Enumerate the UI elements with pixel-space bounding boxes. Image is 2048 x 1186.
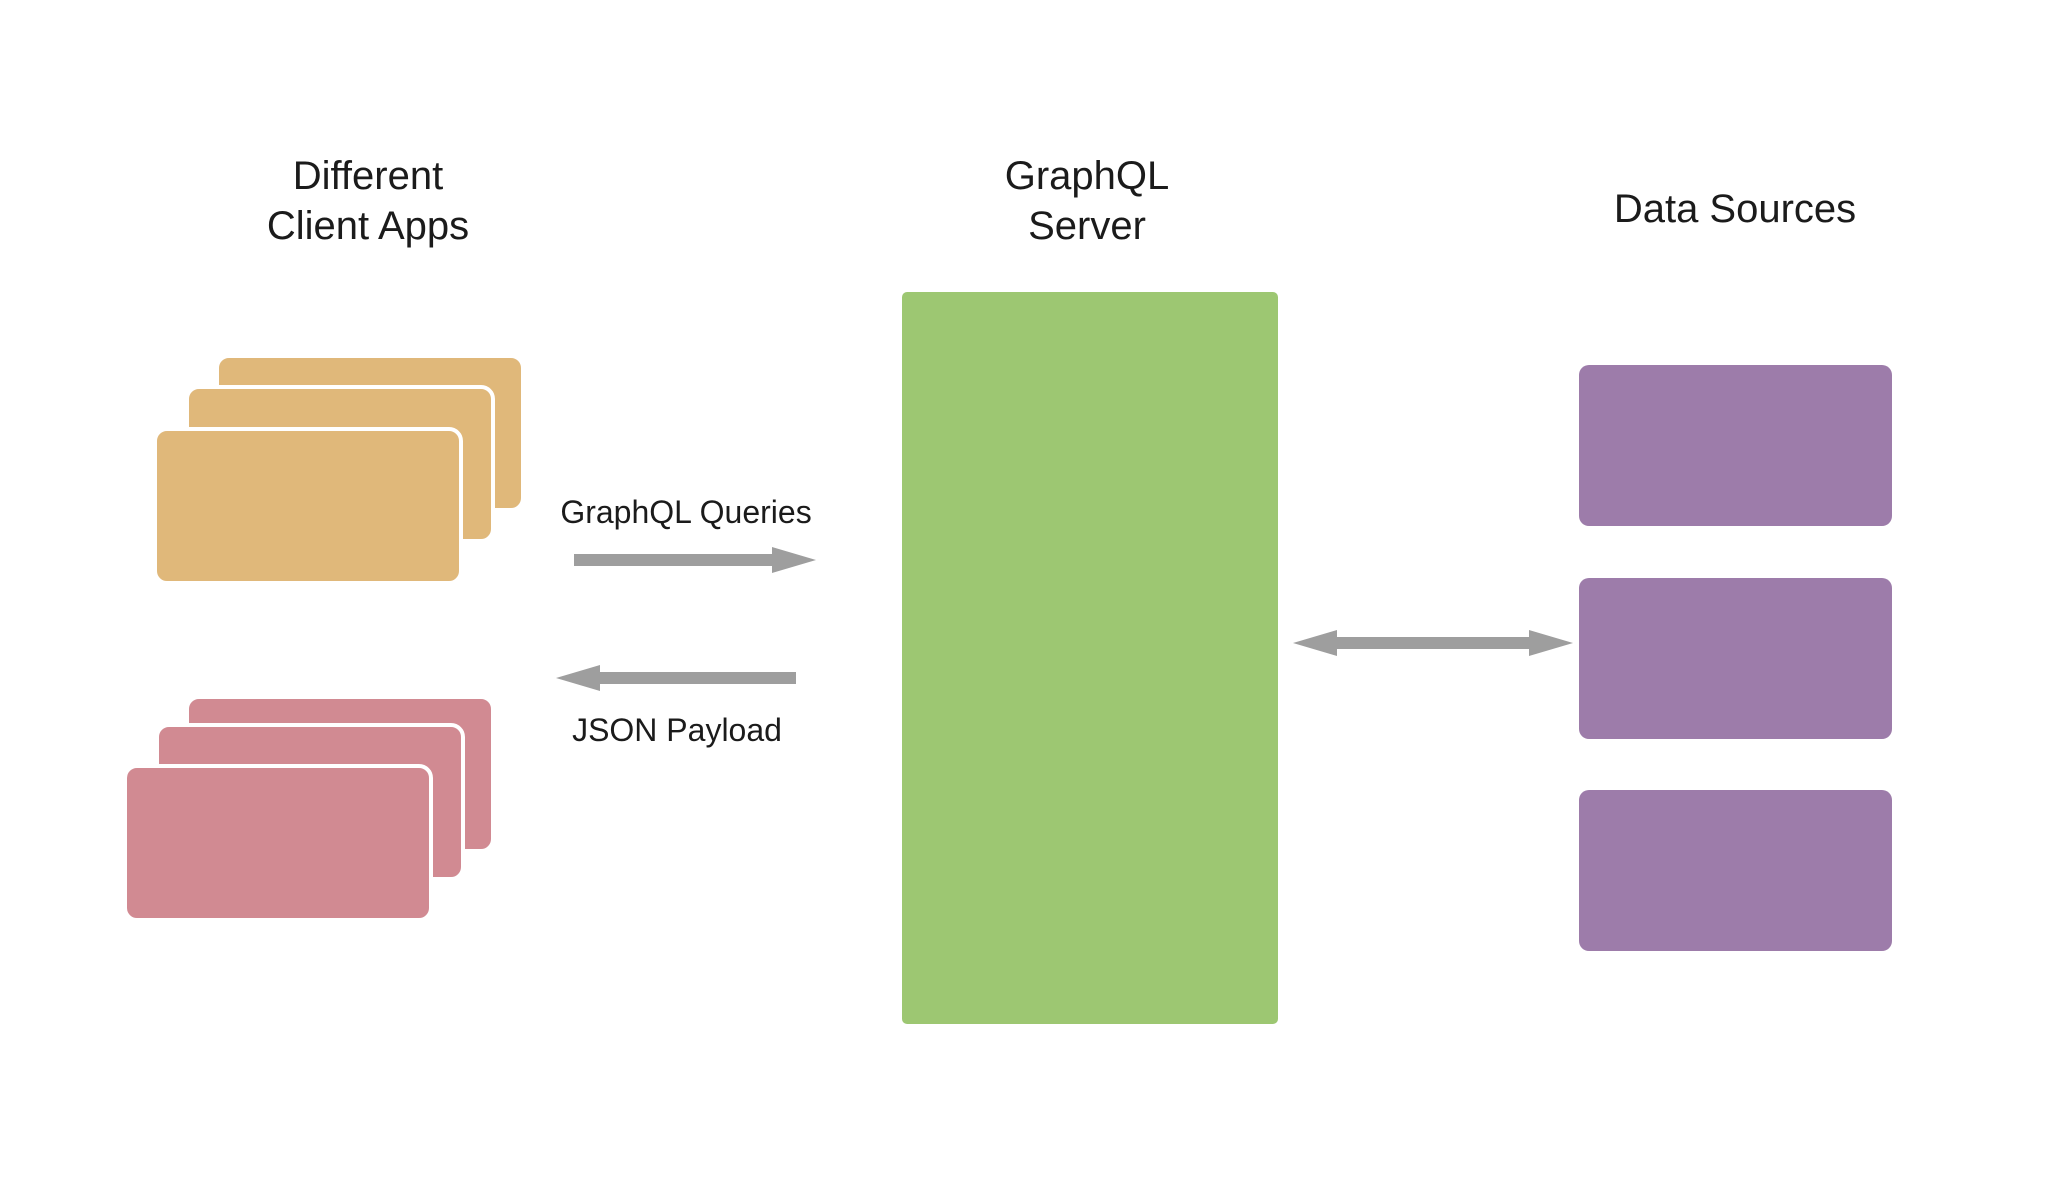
graphql-queries-label: GraphQL Queries: [560, 494, 812, 530]
server-heading-line2: Server: [1028, 204, 1146, 248]
double-arrow-icon: [1293, 630, 1573, 656]
right-arrow-icon: [574, 547, 816, 573]
left-arrow-icon: [556, 665, 796, 691]
server-heading: GraphQL Server: [867, 151, 1307, 251]
clients-heading-line2: Client Apps: [266, 204, 470, 248]
client-app-card: [123, 764, 433, 922]
clients-heading-line1: Different: [292, 154, 444, 198]
data-source-box: [1579, 578, 1892, 739]
json-payload-label: JSON Payload: [572, 712, 782, 748]
data-source-box: [1579, 790, 1892, 951]
data-sources-heading: Data Sources: [1613, 187, 1857, 231]
data-source-box: [1579, 365, 1892, 526]
graphql-server-box: [902, 292, 1278, 1024]
client-app-card: [153, 427, 463, 585]
server-heading-line1: GraphQL: [1004, 154, 1170, 198]
